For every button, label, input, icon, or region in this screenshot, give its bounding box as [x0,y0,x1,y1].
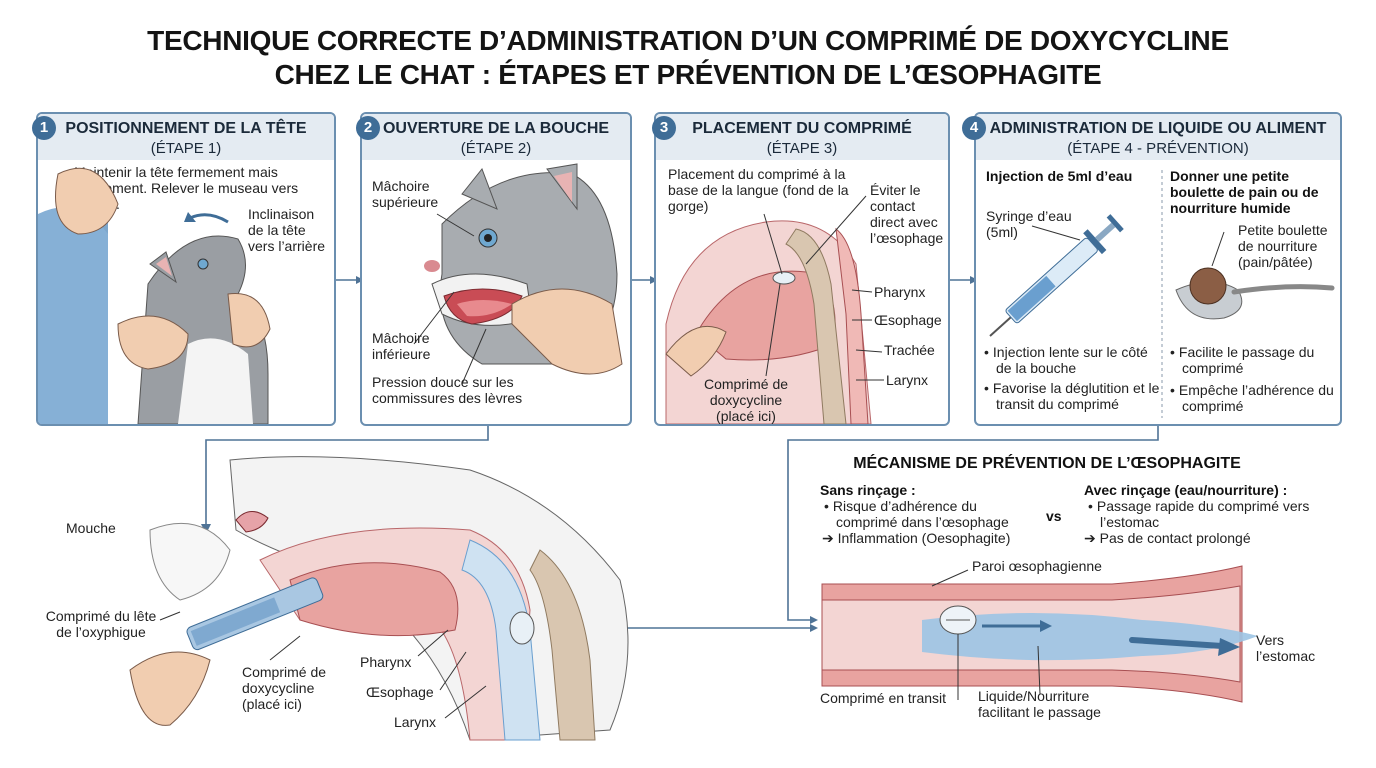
to-stomach-label: Vers l’estomac [1256,632,1316,664]
step-4-badge: 4 [962,116,986,140]
step-4-header: ADMINISTRATION DE LIQUIDE OU ALIMENT (ÉT… [976,114,1340,160]
head-tilt-label: Inclinaison de la tête vers l’arrière [248,206,326,254]
bottom-larynx-label: Larynx [394,714,437,730]
with-rinse-passage: Passage rapide du comprimé vers l’estoma… [1097,498,1330,530]
step-2-header: OUVERTURE DE LA BOUCHE (ÉTAPE 2) [362,114,630,160]
mechanism-title: MÉCANISME DE PRÉVENTION DE L’ŒSOPHAGITE [853,455,1241,472]
mouche-label: Mouche [66,520,116,536]
step-3-heading: PLACEMENT DU COMPRIMÉ [692,120,912,137]
syringe-label: Syringe d’eau (5ml) [986,208,1072,240]
upper-jaw-label: Mâchoire supérieure [372,178,439,210]
step-4-subheading: (ÉTAPE 4 - PRÉVENTION) [1067,140,1249,157]
lower-jaw-label: Mâchoire inférieure [372,330,431,362]
comprime-doxy-label: Comprimé de doxycycline (placé ici) [242,664,327,712]
without-rinse-risk: Risque d’adhérence du comprimé dans l’œs… [833,498,1032,530]
right-bullet-2: Empêche l’adhérence du comprimé [1179,382,1338,414]
step-4-heading: ADMINISTRATION DE LIQUIDE OU ALIMENT [989,120,1327,137]
throat-cross-section-illustration [665,195,884,424]
oesophage-label: Œsophage [874,312,942,328]
food-ball-title: Donner une petite boulette de pain ou de… [1170,168,1319,216]
step-1-panel: POSITIONNEMENT DE LA TÊTE (ÉTAPE 1) Main… [36,112,336,426]
step-1-heading: POSITIONNEMENT DE LA TÊTE [65,120,307,137]
step-2-heading: OUVERTURE DE LA BOUCHE [382,120,610,137]
step-2-badge: 2 [356,116,380,140]
step-2-subheading: (ÉTAPE 2) [460,140,532,157]
trachee-label: Trachée [884,342,935,358]
step-3-header: PLACEMENT DU COMPRIMÉ (ÉTAPE 3) [656,114,948,160]
comprime-lete-label: Comprimé du lête de l’oxyphigue [45,608,157,640]
without-rinse-title: Sans rinçage : [820,482,916,498]
step-4-panel: ADMINISTRATION DE LIQUIDE OU ALIMENT (ÉT… [974,112,1342,426]
avoid-contact-label: Éviter le contact direct avec l’œsophage [870,182,944,246]
left-bullet-1: Injection lente sur le côté de la bouche [993,344,1160,376]
mechanism-section: MÉCANISME DE PRÉVENTION DE L’ŒSOPHAGITE … [812,452,1342,752]
with-rinse-title: Avec rinçage (eau/nourriture) : [1084,482,1288,498]
cat-head-tilt-illustration [38,167,271,424]
water-injection-title: Injection de 5ml d’eau [986,168,1133,184]
pill-transit-cross-section [129,456,629,741]
left-bullet-2: Favorise la déglutition et le transit du… [993,380,1160,412]
right-bullet-1: Facilite le passage du comprimé [1179,344,1338,376]
liquid-food-label: Liquide/Nourriture facilitant le passage [978,688,1101,720]
pill-placed-label: Comprimé de doxycycline (placé ici) [703,376,789,424]
step-1-header: POSITIONNEMENT DE LA TÊTE (ÉTAPE 1) [38,114,334,160]
oesophagus-tube-illustration [821,565,1258,703]
lip-pressure-label: Pression douce sur les commissures des l… [372,374,523,406]
title-line-2: CHEZ LE CHAT : ÉTAPES ET PRÉVENTION DE L… [274,59,1102,90]
step-3-panel: PLACEMENT DU COMPRIMÉ (ÉTAPE 3) Placemen… [654,112,950,426]
pharynx-label: Pharynx [874,284,926,300]
food-ball-label: Petite boulette de nourriture (pain/pâté… [1238,222,1328,270]
without-rinse-result: ➔ Inflammation (Oesophagite) [822,530,1011,546]
step-2-panel: OUVERTURE DE LA BOUCHE (ÉTAPE 2) Mâchoir… [360,112,632,426]
oesophageal-wall-label: Paroi œsophagienne [972,558,1102,574]
pill-in-transit-label: Comprimé en transit [820,690,947,706]
title-line-1: TECHNIQUE CORRECTE D’ADMINISTRATION D’UN… [147,25,1229,56]
step-1-subheading: (ÉTAPE 1) [150,140,222,157]
bottom-oesophage-label: Œsophage [366,684,434,700]
larynx-label: Larynx [886,372,929,388]
placement-label: Placement du comprimé à la base de la la… [668,166,849,214]
step-1-badge: 1 [32,116,56,140]
step-3-badge: 3 [652,116,676,140]
cat-open-mouth-illustration [413,163,623,385]
syringe-and-food-illustration [989,170,1335,418]
bottom-pharynx-label: Pharynx [360,654,412,670]
step-3-subheading: (ÉTAPE 3) [766,140,838,157]
vs-label: vs [1046,508,1062,524]
page-title: TECHNIQUE CORRECTE D’ADMINISTRATION D’UN… [0,24,1376,92]
with-rinse-result: ➔ Pas de contact prolongé [1084,530,1251,546]
